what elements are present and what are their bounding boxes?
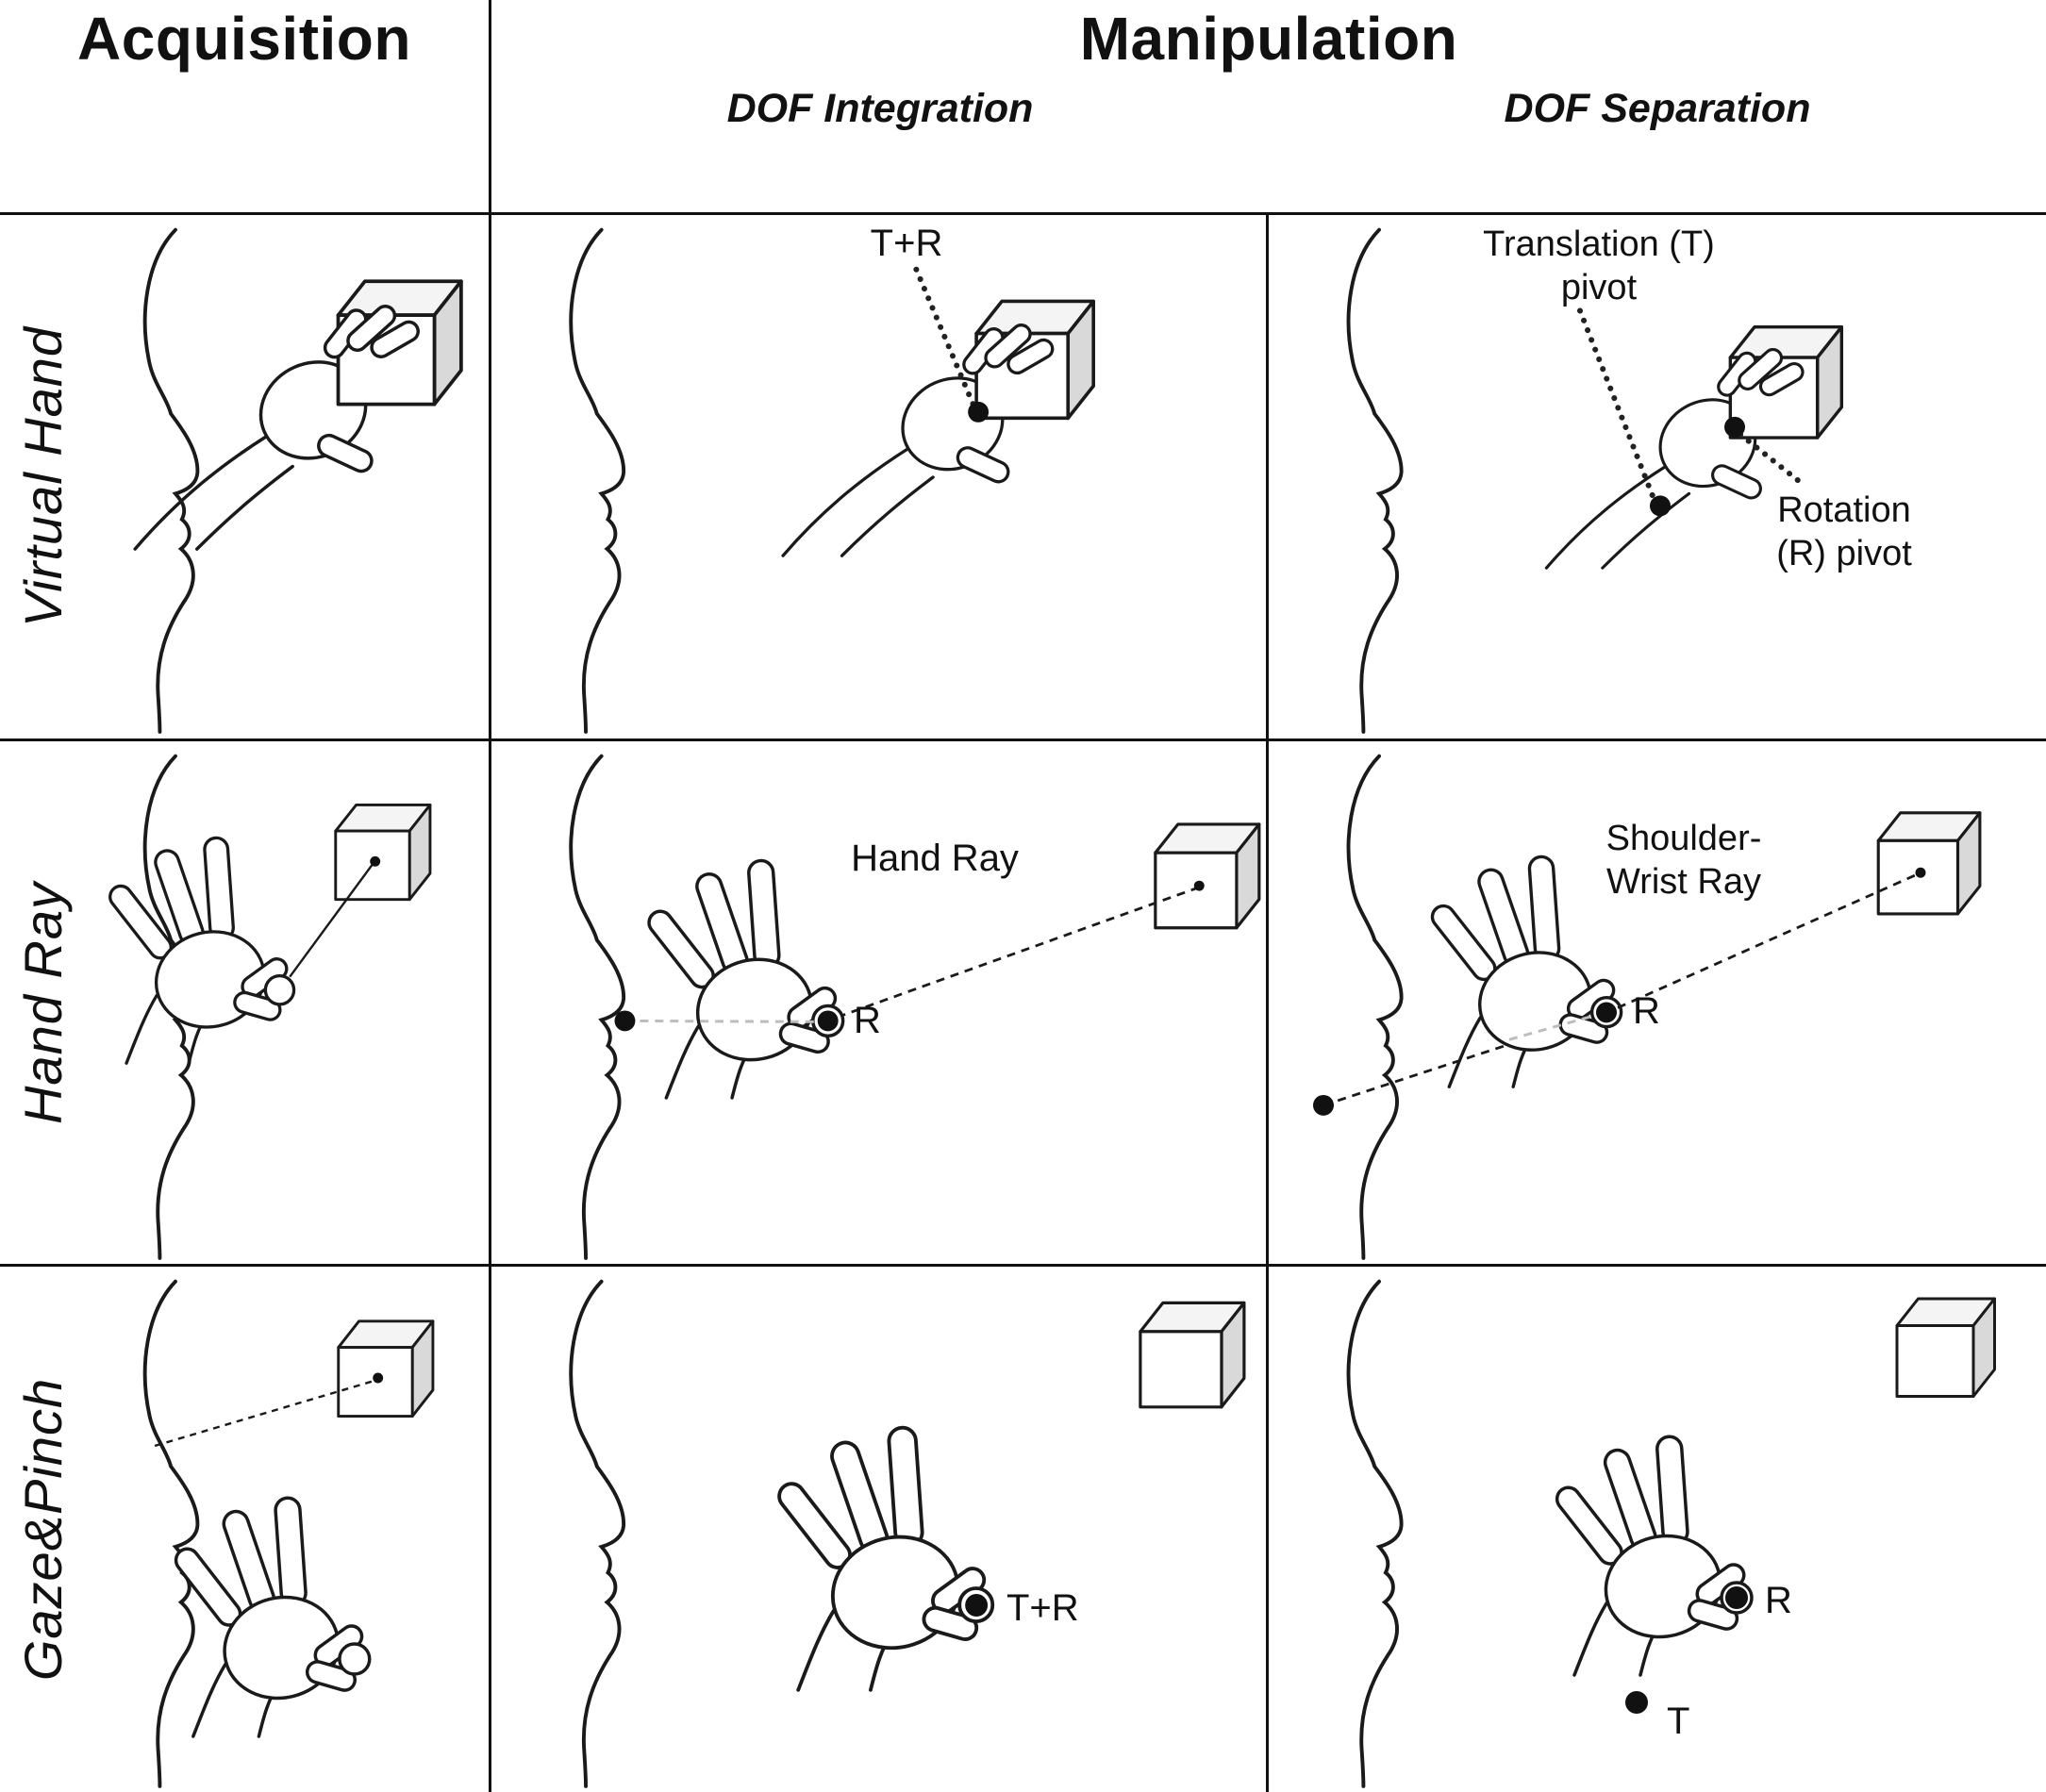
- rotation-pivot-dot: [817, 1010, 839, 1032]
- hand-ray-dashed-line: [837, 887, 1196, 1019]
- cube-illustration: [337, 1319, 435, 1419]
- face-illustration: [1346, 754, 1404, 1260]
- translation-pivot-dot: [1650, 495, 1671, 517]
- rotation-pivot-dot: [1725, 1586, 1748, 1609]
- ray-target-dot: [370, 855, 381, 867]
- cube-illustration: [1154, 822, 1261, 930]
- tr-pivot-dot: [968, 401, 990, 423]
- r-annotation: R: [1633, 990, 1660, 1032]
- gaze-ray-line: [154, 1379, 375, 1448]
- cell-gaze-pinch-dof-integration: T+R: [491, 1267, 1269, 1792]
- cube-illustration: [1895, 1297, 1996, 1398]
- face-illustration: [569, 227, 626, 734]
- cell-hand-ray-dof-integration: Hand Ray R: [491, 741, 1269, 1267]
- hand-pinch-illustration: [104, 835, 296, 1065]
- ray-target-dot: [1915, 867, 1926, 878]
- face-illustration: [569, 754, 626, 1260]
- cell-virtual-hand-dof-separation: Translation (T) pivot Rotation (R) pivot: [1269, 215, 2046, 741]
- face-illustration: [142, 1279, 200, 1788]
- ray-origin-gray-segment: [624, 1019, 823, 1023]
- ray-origin-dot: [614, 1010, 636, 1032]
- header-acquisition: Acquisition: [0, 0, 491, 215]
- tr-pivot-dot: [965, 1594, 989, 1617]
- rotation-pivot-dot: [1724, 416, 1745, 438]
- rotation-pivot-annotation: Rotation (R) pivot: [1776, 490, 1912, 574]
- hand-grasp-illustration: [781, 299, 1095, 557]
- face-illustration: [1346, 227, 1404, 734]
- cube-illustration: [334, 804, 432, 902]
- face-illustration: [142, 227, 200, 734]
- translation-pivot-dot: [1625, 1691, 1648, 1714]
- rotation-leader-line: [1738, 431, 1805, 487]
- translation-leader-line: [1577, 307, 1656, 502]
- hand-pinch-illustration: [772, 1424, 995, 1692]
- hand-pinch-illustration: [170, 1495, 372, 1738]
- hand-ray-line: [289, 862, 374, 978]
- row-label-virtual-hand: Virtual Hand: [13, 325, 74, 628]
- shoulder-origin-dot: [1313, 1094, 1334, 1116]
- hand-ray-annotation: Hand Ray: [851, 838, 1019, 879]
- cell-virtual-hand-acquisition: Virtual Hand: [0, 215, 491, 741]
- translation-pivot-annotation: Translation (T) pivot: [1483, 224, 1715, 308]
- r-annotation: R: [1765, 1580, 1792, 1621]
- row-label-hand-ray: Hand Ray: [13, 881, 74, 1124]
- ray-gray-segment: [1508, 1012, 1600, 1041]
- manipulation-subheaders: DOF Integration DOF Separation: [491, 86, 2046, 132]
- shoulder-wrist-ray-annotation: Shoulder- Wrist Ray: [1605, 819, 1762, 903]
- subheader-dof-separation: DOF Separation: [1504, 86, 1811, 132]
- face-illustration: [1346, 1279, 1404, 1788]
- acquisition-title: Acquisition: [77, 5, 411, 73]
- cube-illustration: [1876, 811, 1982, 916]
- hand-pinch-illustration: [642, 857, 845, 1100]
- tr-annotation: T+R: [1006, 1587, 1079, 1629]
- hand-pinch-illustration: [1551, 1434, 1754, 1677]
- subheader-dof-integration: DOF Integration: [726, 86, 1034, 132]
- cell-gaze-pinch-dof-separation: R T: [1269, 1267, 2046, 1792]
- row-label-gaze-pinch: Gaze&Pinch: [13, 1377, 74, 1682]
- ray-target-dot: [1193, 880, 1205, 891]
- r-annotation: R: [854, 1000, 881, 1041]
- cell-hand-ray-dof-separation: Shoulder- Wrist Ray R: [1269, 741, 2046, 1267]
- cube-illustration: [1139, 1301, 1246, 1409]
- face-illustration: [569, 1279, 626, 1788]
- tr-annotation: T+R: [870, 223, 943, 264]
- t-annotation: T: [1667, 1701, 1690, 1742]
- rotation-pivot-dot: [1596, 1002, 1617, 1023]
- cell-hand-ray-acquisition: Hand Ray: [0, 741, 491, 1267]
- gaze-target-dot: [373, 1372, 384, 1384]
- leader-line: [913, 266, 977, 408]
- cell-virtual-hand-dof-integration: T+R: [491, 215, 1269, 741]
- header-manipulation: Manipulation DOF Integration DOF Separat…: [491, 0, 2046, 215]
- ray-to-cube-segment: [1617, 872, 1918, 1009]
- cell-gaze-pinch-acquisition: Gaze&Pinch: [0, 1267, 491, 1792]
- manipulation-title: Manipulation: [1079, 5, 1458, 73]
